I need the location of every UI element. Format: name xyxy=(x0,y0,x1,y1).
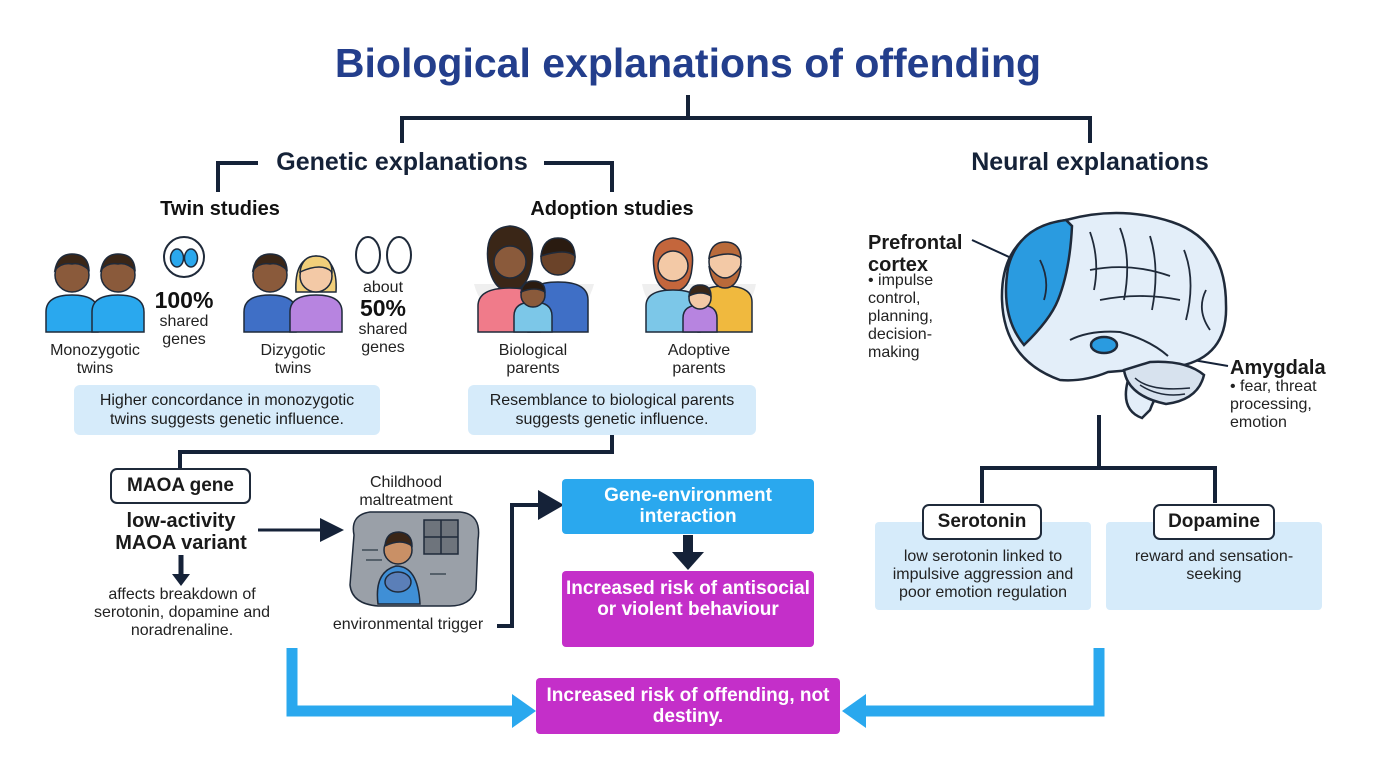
brain-icon xyxy=(1000,211,1228,420)
interaction-down-arrowhead xyxy=(672,552,704,570)
page-title: Biological explanations of offending xyxy=(334,40,1042,86)
left-blue-line xyxy=(286,648,520,717)
dz-percent: 50% xyxy=(359,295,407,321)
pfc-title: Prefrontal cortex xyxy=(868,232,963,276)
title-tree xyxy=(216,95,1092,192)
maoa-variant: low-activity MAOA variant xyxy=(115,510,247,554)
left-blue-arrowhead xyxy=(512,694,536,728)
dizygotic-twins-icon xyxy=(243,253,343,333)
environmental-trigger-label: environmental trigger xyxy=(332,616,484,633)
amygdala-title: Amygdala xyxy=(1230,357,1326,379)
dz-about: about xyxy=(362,279,404,296)
dizygotic-label: Dizygotic twins xyxy=(260,342,326,377)
adoption-to-maoa-line xyxy=(178,433,614,470)
dopamine-label: Dopamine xyxy=(1153,504,1275,540)
pfc-description: • impulse control, planning, decision-ma… xyxy=(868,272,934,361)
biological-parents-icon xyxy=(474,225,594,333)
biological-parents-label: Biological parents xyxy=(498,342,568,377)
adoption-studies-heading: Adoption studies xyxy=(530,198,694,220)
amygdala-description: • fear, threat processing, emotion xyxy=(1230,378,1317,431)
dz-egg-icon xyxy=(355,236,412,274)
neural-heading: Neural explanations xyxy=(971,148,1209,176)
adoption-callout: Resemblance to biological parents sugges… xyxy=(468,385,756,435)
trigger-arrowhead xyxy=(538,490,564,520)
genetic-heading: Genetic explanations xyxy=(276,148,528,176)
right-blue-arrowhead xyxy=(842,694,866,728)
serotonin-description: low serotonin linked to impulsive aggres… xyxy=(892,548,1074,601)
conclusion-box: Increased risk of offending, not destiny… xyxy=(536,678,840,734)
neural-tree xyxy=(980,415,1217,503)
adoptive-parents-label: Adoptive parents xyxy=(667,342,731,377)
right-blue-line xyxy=(858,648,1105,717)
adoptive-parents-icon xyxy=(642,237,756,333)
dz-shared-genes: shared genes xyxy=(358,321,408,356)
childhood-maltreatment-label: Childhood maltreatment xyxy=(359,474,453,509)
mz-percent: 100% xyxy=(154,287,214,313)
maoa-gene-box: MAOA gene xyxy=(110,468,251,504)
monozygotic-label: Monozygotic twins xyxy=(50,342,140,377)
monozygotic-twins-icon xyxy=(45,253,145,333)
childhood-maltreatment-icon xyxy=(349,511,480,607)
maoa-effect: affects breakdown of serotonin, dopamine… xyxy=(93,586,271,639)
serotonin-label: Serotonin xyxy=(922,504,1042,540)
antisocial-risk-box: Increased risk of antisocial or violent … xyxy=(562,571,814,647)
variant-down-arrowhead xyxy=(172,574,190,586)
mz-shared-genes: shared genes xyxy=(159,313,209,348)
dopamine-description: reward and sensation-seeking xyxy=(1134,548,1294,583)
twin-callout: Higher concordance in monozygotic twins … xyxy=(74,385,380,435)
gene-environment-box: Gene-environment interaction xyxy=(562,479,814,534)
twin-studies-heading: Twin studies xyxy=(160,198,280,220)
trigger-line xyxy=(497,503,545,628)
mz-egg-icon xyxy=(163,236,205,278)
